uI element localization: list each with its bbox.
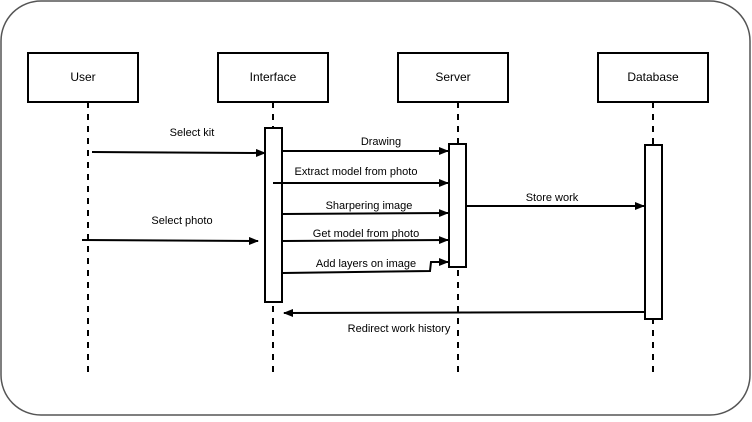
- message-label: Select kit: [170, 127, 215, 139]
- message-label: Select photo: [151, 215, 212, 227]
- message-label: Add layers on image: [316, 258, 416, 270]
- participant-user: User: [27, 52, 139, 374]
- message-arrow: [282, 236, 449, 245]
- participant-box: [397, 52, 509, 103]
- message-get-model-from-photo: Get model from photo: [282, 228, 449, 245]
- message-label: Drawing: [361, 136, 401, 148]
- message-label: Sharpering image: [326, 200, 413, 212]
- message-arrow: [282, 209, 449, 218]
- message-redirect-work-history: Redirect work history: [283, 308, 646, 335]
- message-arrow: [91, 148, 266, 157]
- participant-label: Database: [627, 70, 679, 84]
- activation-bar: [644, 144, 663, 320]
- message-extract-model-from-photo: Extract model from photo: [273, 166, 449, 187]
- participant-box: [597, 52, 709, 103]
- message-label: Store work: [526, 192, 579, 204]
- message-select-kit: Select kit: [91, 127, 266, 157]
- message-sharpering-image: Sharpering image: [282, 200, 449, 218]
- message-label: Redirect work history: [348, 323, 451, 335]
- message-arrow: [283, 308, 646, 317]
- message-store-work: Store work: [466, 192, 645, 210]
- message-arrow: [282, 258, 449, 274]
- participant-database: Database: [597, 52, 709, 374]
- participant-label: Interface: [250, 70, 297, 84]
- participant-interface: Interface: [217, 52, 329, 374]
- message-arrow: [81, 236, 259, 245]
- activation-bar: [448, 143, 467, 268]
- message-drawing: Drawing: [283, 136, 449, 155]
- participant-label: Server: [435, 70, 470, 84]
- message-label: Extract model from photo: [295, 166, 418, 178]
- message-label: Get model from photo: [313, 228, 419, 240]
- message-select-photo: Select photo: [81, 215, 259, 245]
- participant-label: User: [70, 70, 95, 84]
- participant-box: [27, 52, 139, 103]
- message-add-layers-on-image: Add layers on image: [282, 258, 449, 274]
- activation-bar: [264, 127, 283, 303]
- participant-server: Server: [397, 52, 509, 374]
